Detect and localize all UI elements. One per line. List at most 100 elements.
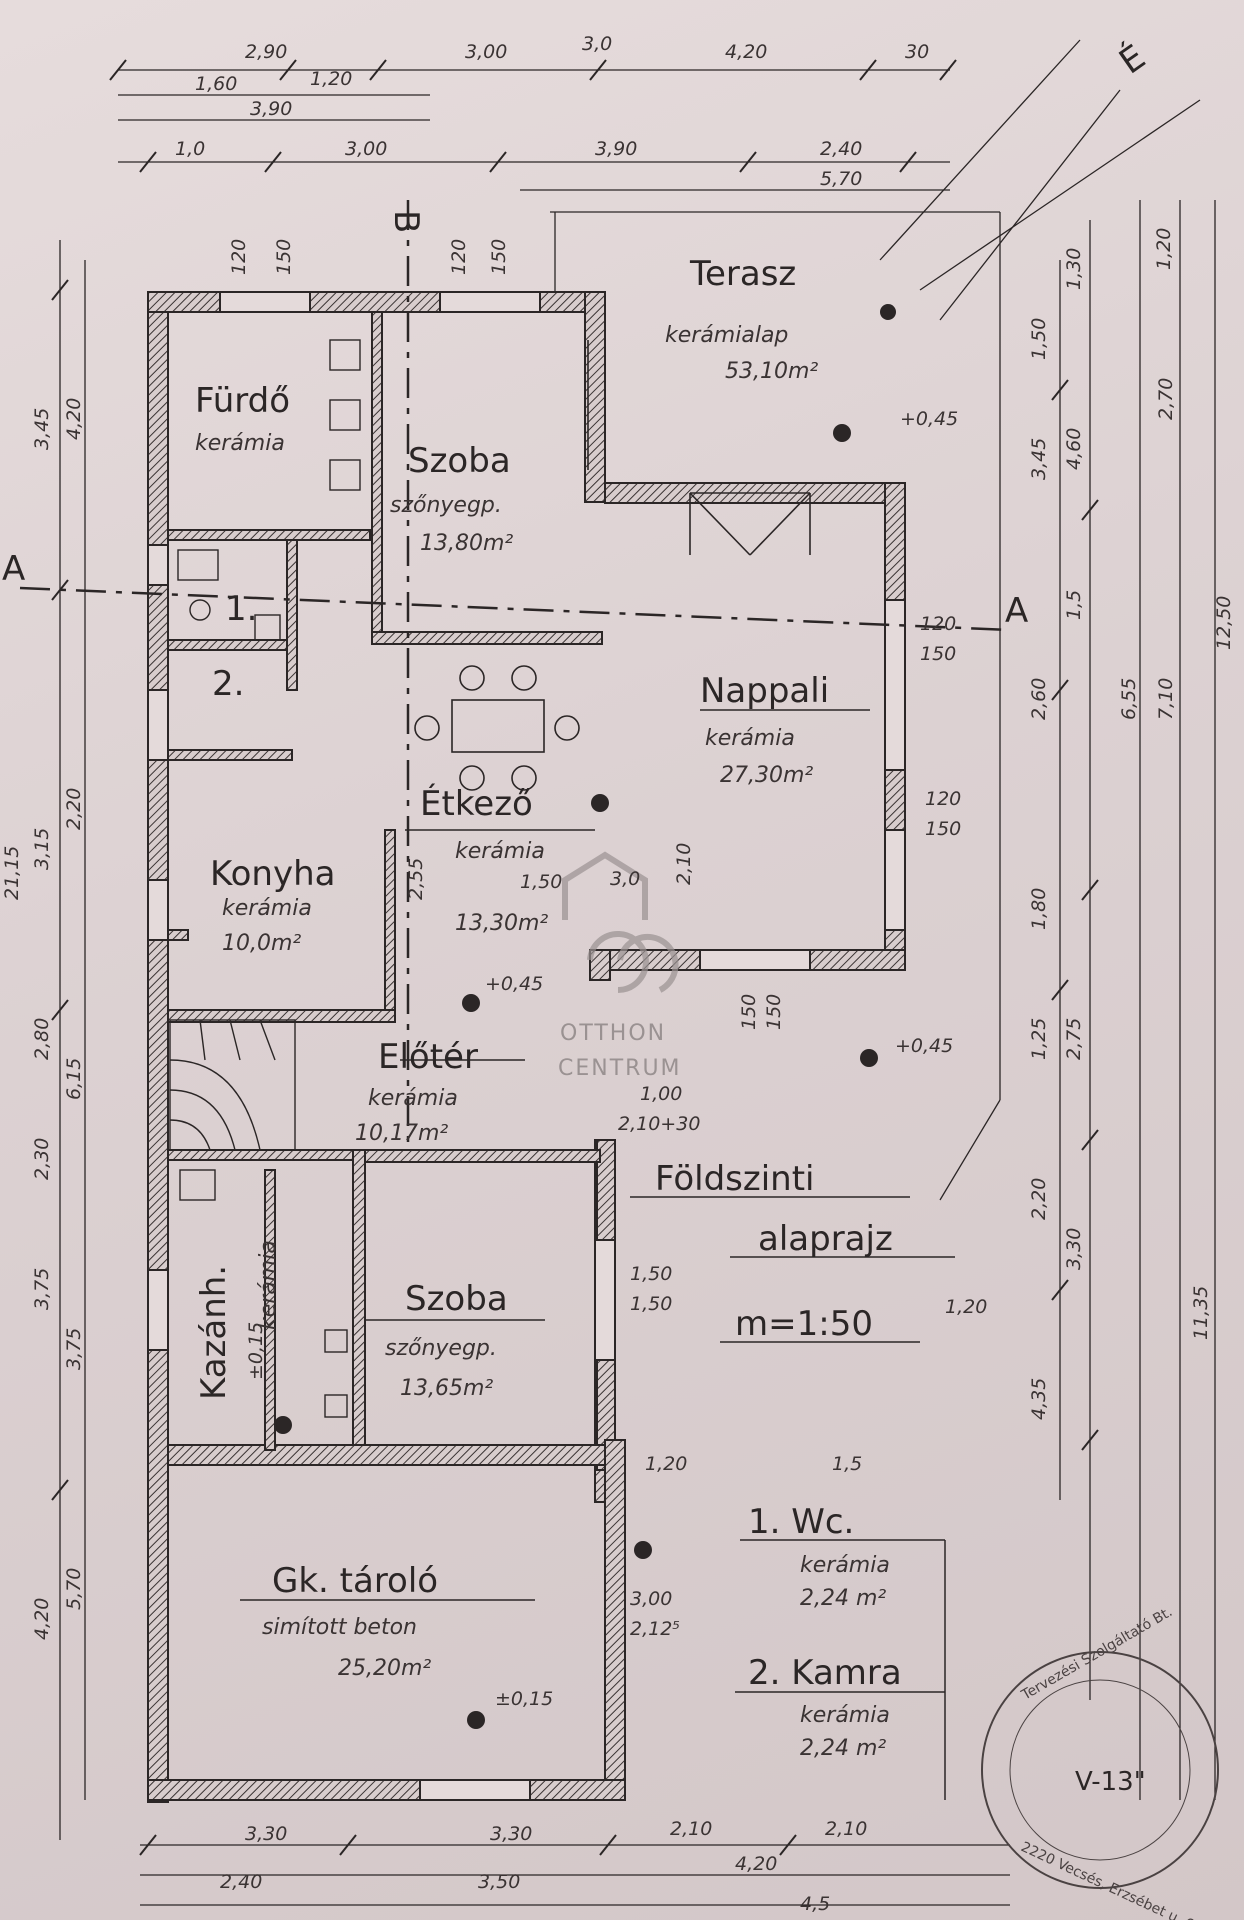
level-label-5: ±0,15 <box>495 1688 553 1710</box>
room-name-kazanh: Kazánh. <box>194 1265 234 1400</box>
window-label-2: 150 <box>273 239 295 275</box>
level-labels: +0,45 +0,45 +0,45 ±0,15 ±0,15 <box>245 408 958 1710</box>
room-area-eloter: 10,17m² <box>355 1121 448 1146</box>
legend-item2-floor: kerámia <box>800 1703 890 1728</box>
room-area-szoba-top: 13,80m² <box>420 531 513 556</box>
dim-left-10: 5,70 <box>63 1568 85 1610</box>
dining-table <box>414 665 580 791</box>
dim-misc-1: 1,50 <box>520 871 562 893</box>
dim-top-4: 4,20 <box>725 41 767 63</box>
dim-top-7: 1,20 <box>310 68 352 90</box>
dim-bottom-3: 2,10 <box>670 1818 712 1840</box>
legend-lines <box>240 709 955 1800</box>
watermark-logo <box>562 851 679 993</box>
room-number-2: 2. <box>212 664 244 704</box>
section-marks: A A B É <box>2 36 1153 631</box>
legend: Földszinti alaprajz m=1:50 1. Wc. kerámi… <box>655 1159 902 1761</box>
dim-right-12: 7,10 <box>1155 678 1177 720</box>
room-name-terasz: Terasz <box>689 254 796 294</box>
dim-left-9: 6,15 <box>63 1058 85 1100</box>
watermark-line2: CENTRUM <box>558 1056 682 1081</box>
walls <box>147 291 906 1803</box>
stamp-text: Tervezési Szolgáltató Bt. V-13" 2220 Vec… <box>1018 1604 1200 1920</box>
section-mark-a-right: A <box>1005 591 1028 631</box>
dim-top-5: 30 <box>905 41 929 63</box>
dim-right-11: 6,55 <box>1118 678 1140 720</box>
dim-bottom-6: 3,50 <box>478 1871 520 1893</box>
dim-left-4: 2,20 <box>63 788 85 830</box>
staircase <box>169 1019 296 1151</box>
dim-right-4: 1,80 <box>1028 888 1050 930</box>
legend-item1-name: 1. Wc. <box>748 1502 854 1542</box>
room-name-etkezo: Étkező <box>420 783 533 824</box>
level-label-2: +0,45 <box>485 973 543 995</box>
dim-misc-11: 3,00 <box>630 1588 672 1610</box>
dimension-lines <box>51 39 1216 1906</box>
dim-top-1: 2,90 <box>245 41 287 63</box>
room-floor-eloter: kerámia <box>368 1086 458 1111</box>
room-floor-szoba-top: szőnyegp. <box>390 493 502 518</box>
dim-bottom-7: 4,20 <box>735 1853 777 1875</box>
dim-misc-10: 1,5 <box>832 1453 862 1475</box>
legend-item1-area: 2,24 m² <box>800 1586 886 1611</box>
room-labels: Terasz kerámialap 53,10m² Fürdő kerámia … <box>194 254 829 1681</box>
room-area-szoba-bottom: 13,65m² <box>400 1376 493 1401</box>
room-floor-nappali: kerámia <box>705 726 795 751</box>
level-markers <box>274 304 896 1729</box>
level-label-4: ±0,15 <box>245 1322 267 1380</box>
section-mark-b: B <box>386 210 426 233</box>
terrace-doors <box>587 340 811 556</box>
window-label-5: 120 <box>920 613 956 635</box>
legend-item1-floor: kerámia <box>800 1553 890 1578</box>
dim-top-3: 3,0 <box>582 33 612 55</box>
window-label-7: 120 <box>925 788 961 810</box>
section-mark-a-left: A <box>2 549 25 589</box>
left-dimensions: 3,45 4,20 3,15 2,20 21,15 3,75 2,80 2,30… <box>1 398 85 1640</box>
dim-left-1: 3,45 <box>31 408 53 450</box>
room-area-tarolo: 25,20m² <box>338 1656 431 1681</box>
room-name-szoba-bottom: Szoba <box>405 1279 508 1319</box>
room-area-konyha: 10,0m² <box>222 931 301 956</box>
room-name-furdo: Fürdő <box>195 381 290 421</box>
dim-misc-12: 2,12⁵ <box>630 1618 680 1640</box>
dim-bottom-4: 2,10 <box>825 1818 867 1840</box>
room-area-etkezo: 13,30m² <box>455 911 548 936</box>
room-name-eloter: Előtér <box>378 1037 478 1077</box>
legend-item2-name: 2. Kamra <box>748 1653 902 1693</box>
dim-left-7: 2,80 <box>31 1018 53 1060</box>
dim-right-10: 1,5 <box>1063 590 1085 620</box>
stamp-line2: V-13" <box>1075 1767 1146 1797</box>
bottom-dimensions: 3,30 3,30 2,10 2,10 2,40 3,50 4,20 4,5 <box>220 1818 867 1915</box>
dim-top-8: 3,90 <box>250 98 292 120</box>
dim-right-15: 1,20 <box>1153 228 1175 270</box>
dim-left-3: 3,15 <box>31 828 53 870</box>
stamp-line3: 2220 Vecsés, Erzsébet u. 6. <box>1018 1839 1200 1920</box>
right-dimensions: 3,45 4,60 2,60 1,80 2,75 1,25 2,20 3,30 … <box>1028 228 1235 1420</box>
room-name-konyha: Konyha <box>210 854 335 894</box>
dim-right-7: 2,20 <box>1028 1178 1050 1220</box>
dim-misc-7: 1,50 <box>630 1263 672 1285</box>
room-name-szoba-top: Szoba <box>408 441 511 481</box>
section-line-a <box>19 586 1011 632</box>
top-dimensions: 2,90 3,00 3,0 4,20 30 1,60 1,20 3,90 1,0… <box>175 33 929 190</box>
room-number-1: 1. <box>225 589 257 629</box>
dim-right-18: 1,50 <box>1028 318 1050 360</box>
dim-right-17: 2,70 <box>1155 378 1177 420</box>
dim-bottom-1: 3,30 <box>245 1823 287 1845</box>
dim-left-12: 3,75 <box>63 1328 85 1370</box>
level-label-3: +0,45 <box>895 1035 953 1057</box>
designer-stamp <box>981 1651 1219 1889</box>
dim-bottom-8: 4,5 <box>800 1893 830 1915</box>
legend-title-line1: Földszinti <box>655 1159 815 1199</box>
room-name-nappali: Nappali <box>700 671 829 711</box>
dim-right-9: 4,35 <box>1028 1378 1050 1420</box>
room-floor-tarolo: simított beton <box>262 1615 417 1640</box>
dim-top-9: 1,0 <box>175 138 205 160</box>
dim-left-5: 21,15 <box>1 846 23 900</box>
room-area-nappali: 27,30m² <box>720 763 813 788</box>
dim-misc-13: 1,20 <box>645 1453 687 1475</box>
north-arrow-label: É <box>1112 36 1153 82</box>
dim-misc-9: 1,20 <box>945 1296 987 1318</box>
dim-right-3: 2,60 <box>1028 678 1050 720</box>
